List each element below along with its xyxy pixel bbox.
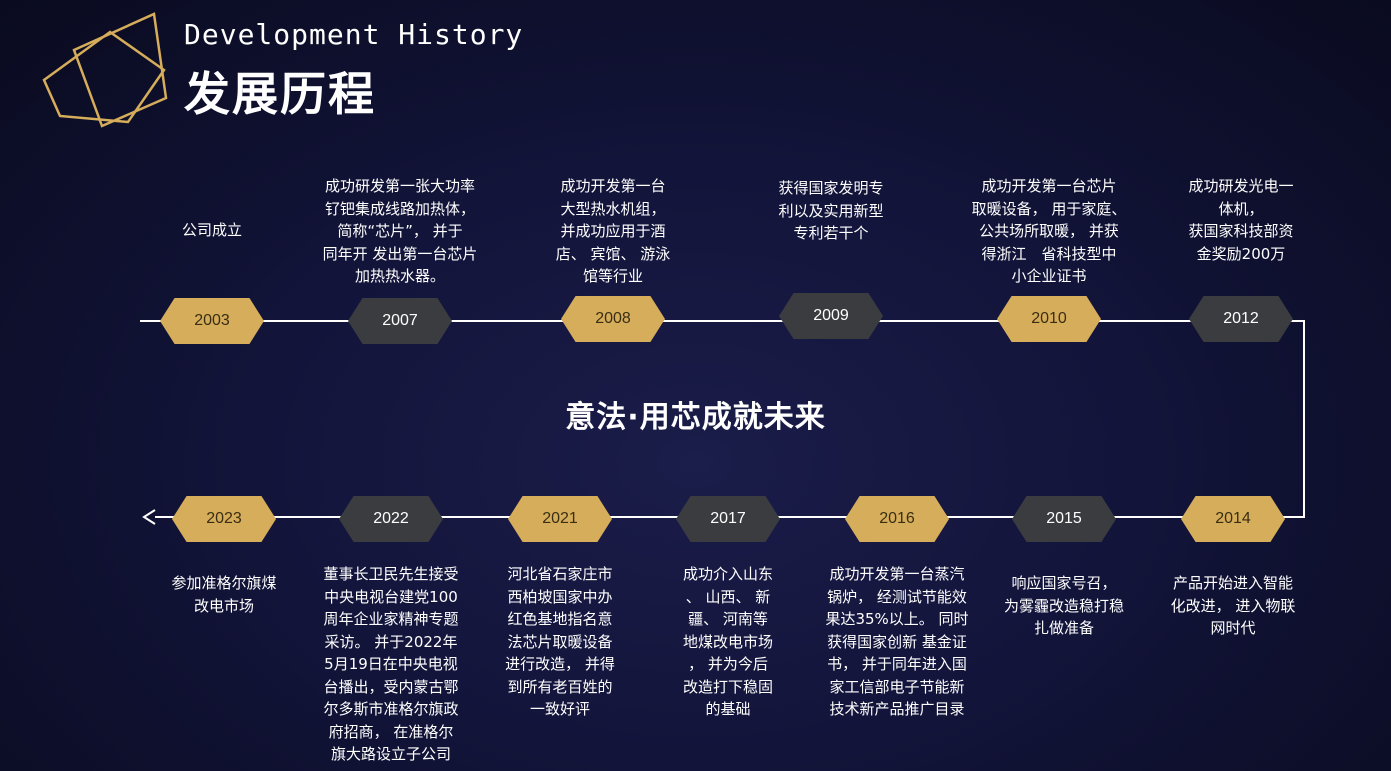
year-badge-2008: 2008 — [561, 296, 665, 342]
milestone-text-2010: 成功开发第一台芯片取暖设备， 用于家庭、公共场所取暖， 并获得浙江 省科技型中小… — [971, 177, 1127, 285]
milestone-text-2015: 响应国家号召，为雾霾改造稳打稳扎做准备 — [1003, 574, 1124, 637]
milestone-text-2014: 产品开始进入智能化改进， 进入物联网时代 — [1170, 574, 1296, 637]
year-badge-2023: 2023 — [172, 496, 276, 542]
year-badge-2022: 2022 — [339, 496, 443, 542]
milestone-text-2021: 河北省石家庄市西柏坡国家中办红色基地指名意法芯片取暖设备进行改造， 并得到所有老… — [505, 565, 615, 718]
page-title: 发展历程 — [184, 67, 376, 121]
year-badge-2015: 2015 — [1012, 496, 1116, 542]
milestone-text-2003: 公司成立 — [181, 221, 242, 239]
year-badge-2021: 2021 — [508, 496, 612, 542]
year-badge-2010: 2010 — [997, 296, 1101, 342]
page-title-en: Development History — [184, 18, 524, 51]
milestone-text-2017: 成功介入山东、 山西、 新疆、 河南等地煤改电市场， 并为今后改造打下稳固的基础 — [682, 565, 773, 718]
year-badge-2016: 2016 — [845, 496, 949, 542]
year-badge-2012: 2012 — [1189, 296, 1293, 342]
logo-icon — [42, 12, 168, 128]
milestone-text-2016: 成功开发第一台蒸汽锅炉， 经测试节能效果达35%以上。 同时获得国家创新 基金证… — [825, 565, 969, 718]
slogan: 意法·用芯成就未来 — [565, 400, 826, 435]
year-badge-2007: 2007 — [348, 298, 452, 344]
milestone-text-2008: 成功开发第一台大型热水机组，并成功应用于酒店、 宾馆、 游泳馆等行业 — [555, 177, 671, 285]
year-badge-2014: 2014 — [1181, 496, 1285, 542]
year-badge-2003: 2003 — [160, 298, 264, 344]
year-badge-2009: 2009 — [779, 293, 883, 339]
milestone-text-2012: 成功研发光电一体机，获国家科技部资金奖励200万 — [1188, 177, 1294, 263]
milestone-text-2007: 成功研发第一张大功率钌钯集成线路加热体，简称“芯片”， 并于同年开 发出第一台芯… — [322, 177, 478, 285]
year-badge-2017: 2017 — [676, 496, 780, 542]
arrow-left-icon — [142, 509, 156, 525]
milestone-text-2009: 获得国家发明专利以及实用新型专利若干个 — [778, 179, 884, 242]
milestone-text-2023: 参加准格尔旗煤改电市场 — [171, 574, 277, 615]
